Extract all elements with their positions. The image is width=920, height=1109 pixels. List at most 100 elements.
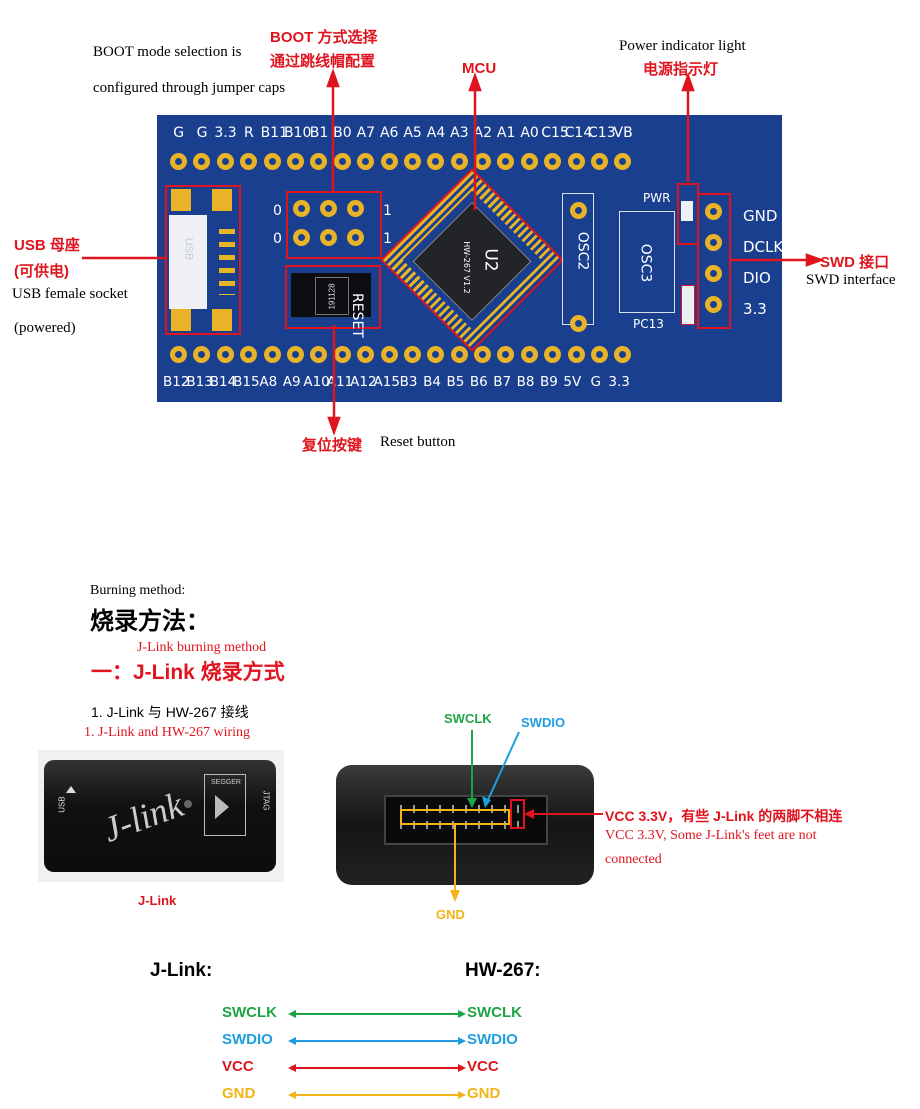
top-pin (193, 153, 211, 170)
top-pin-label: G (196, 125, 208, 141)
pc13-label: PC13 (633, 317, 664, 331)
arrow-left-icon (288, 1037, 296, 1045)
top-pin-label: C14 (564, 125, 593, 141)
wiring-left-title: J-Link: (150, 960, 213, 981)
bottom-pin (450, 346, 468, 363)
top-pin (216, 153, 234, 170)
bottom-pin-label: A10 (303, 374, 330, 390)
bottom-pin-label: A9 (282, 374, 301, 390)
wiring-connection-line (294, 1094, 460, 1096)
arrow-left-icon (288, 1010, 296, 1018)
swd-pins (705, 203, 728, 313)
bottom-pin-label: B4 (423, 374, 441, 390)
top-pin-label: VB (613, 125, 633, 141)
top-pin-label: A4 (426, 125, 446, 141)
osc2-crystal (562, 193, 594, 332)
boot-caption-en-1: BOOT mode selection is (93, 44, 242, 60)
power-caption-cn: 电源指示灯 (643, 61, 719, 78)
top-pin (170, 153, 187, 170)
wiring-connection-line (294, 1013, 460, 1015)
wiring-left-signal: GND (222, 1085, 256, 1102)
wiring-right-title: HW-267: (465, 960, 541, 981)
connector-callouts (400, 730, 603, 902)
bottom-pin-label: B15 (233, 374, 260, 390)
top-pin (240, 153, 258, 170)
top-pin-label: A0 (520, 125, 539, 141)
bottom-pin-label: B13 (186, 374, 213, 390)
top-pin-label: C15 (541, 125, 569, 141)
usb-caption-en-1: USB female socket (12, 286, 128, 302)
bottom-pin (170, 346, 187, 363)
bottom-pin-label: B7 (493, 374, 512, 390)
top-pin-label: R (244, 125, 254, 141)
reset-caption-cn: 复位按键 (302, 437, 363, 454)
bottom-pin-label: A12 (350, 374, 377, 390)
bottom-pin-label: 3.3 (608, 374, 630, 390)
boot-row1-left: 0 (273, 231, 282, 247)
top-pin-label: B10 (283, 125, 312, 141)
top-pin-label: C13 (588, 125, 616, 141)
gnd-pin-label: GND (436, 907, 465, 922)
bottom-pin (403, 346, 421, 363)
top-pin-row (170, 153, 638, 170)
swdio-pin-label: SWDIO (521, 715, 566, 730)
arrow-right-icon (458, 1064, 466, 1072)
usb-socket: USB (157, 185, 243, 335)
top-pin-label: A6 (379, 125, 399, 141)
top-pin (474, 153, 492, 170)
bottom-pin-label: B8 (516, 374, 535, 390)
bottom-pin (497, 346, 515, 363)
wiring-right-signal: GND (467, 1085, 501, 1102)
wiring-connection-line (294, 1040, 460, 1042)
swd-caption-en: SWD interface (806, 272, 896, 288)
top-pin-label: B11 (260, 125, 288, 141)
top-pin-label: B1 (309, 125, 329, 141)
boot-pins-row1 (293, 229, 370, 246)
boot-row0-right: 1 (383, 203, 392, 219)
wiring-left-signal: SWDIO (222, 1031, 273, 1048)
top-pin (567, 153, 585, 170)
boot-row1-right: 1 (383, 231, 392, 247)
usb-caption-en-2: (powered) (14, 320, 76, 336)
arrow-right-icon (458, 1091, 466, 1099)
top-pin-label: A3 (450, 125, 469, 141)
bottom-pin (520, 346, 538, 363)
vcc-caption-en-1: VCC 3.3V, Some J-Link's feet are not (605, 828, 817, 843)
bottom-pin (263, 346, 281, 363)
top-pin (333, 153, 351, 170)
boot-caption-en-2: configured through jumper caps (93, 80, 286, 96)
top-pin (614, 153, 632, 170)
pc13-led (681, 285, 695, 325)
wiring-left-signal: VCC (222, 1058, 254, 1075)
top-pin (497, 153, 515, 170)
jlink-caption: J-Link (138, 893, 177, 908)
bottom-pin-label: G (590, 374, 601, 390)
burning-method-en: Burning method: (90, 583, 186, 598)
mcu-label: MCU (462, 60, 497, 77)
segger-logo: SEGGER (204, 774, 246, 836)
top-pin-label: A5 (403, 125, 422, 141)
bottom-pin (474, 346, 492, 363)
power-led (681, 201, 693, 221)
power-caption-en: Power indicator light (619, 38, 746, 54)
reset-button: 191128 (291, 273, 371, 317)
top-callout-lines (82, 68, 825, 436)
wiring-right-signal: VCC (467, 1058, 499, 1075)
top-pin-label: 3.3 (214, 125, 237, 141)
top-pin (286, 153, 304, 170)
bottom-pin-label: 5V (563, 374, 582, 390)
reset-caption-en: Reset button (380, 434, 456, 450)
swd-pin-label: 3.3 (743, 300, 767, 318)
boot-pins-row0 (293, 200, 370, 217)
top-pin (591, 153, 609, 170)
burning-method-cn: 烧录方法： (90, 606, 210, 635)
top-pin-label: A1 (496, 125, 516, 141)
bottom-pin-label: B6 (469, 374, 488, 390)
wiring-connection-line (294, 1067, 460, 1069)
top-pin (544, 153, 562, 170)
bottom-pin-label: B5 (446, 374, 465, 390)
step1-en: 1. J-Link and HW-267 wiring (84, 725, 251, 740)
top-pin-label: A2 (473, 125, 493, 141)
jlink-method-cn: 一：J-Link 烧录方式 (91, 661, 285, 684)
